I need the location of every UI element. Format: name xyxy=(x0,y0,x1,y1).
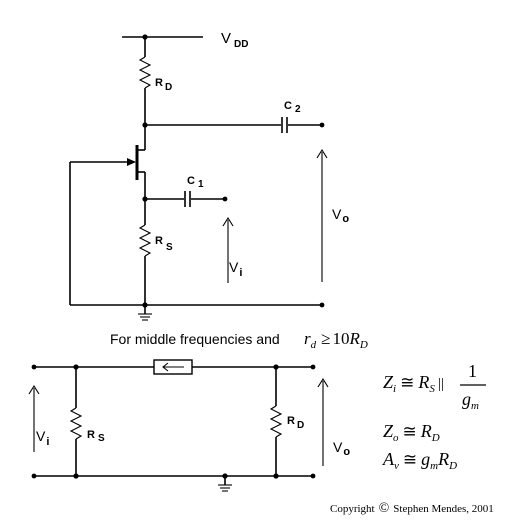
copyright-icon: © xyxy=(379,501,390,516)
arrowhead-icon xyxy=(222,216,234,227)
terminal xyxy=(310,473,316,479)
vo-label-eq: Vo xyxy=(333,439,350,458)
terminal xyxy=(31,473,37,479)
terminal xyxy=(31,364,37,370)
terminal-vo-bottom xyxy=(319,302,325,308)
vi-label: Vi xyxy=(229,259,242,279)
resistor-rd xyxy=(138,56,152,89)
arrowhead-icon xyxy=(317,377,329,388)
condition-formula: rd≥10RD xyxy=(304,329,368,351)
formulas: Zi≅RS|| 1 gm Zo≅RD Av≅gmRD xyxy=(382,361,486,472)
node xyxy=(273,473,279,479)
formula-av: Av≅gmRD xyxy=(382,449,457,472)
arrow-left-icon xyxy=(162,362,169,372)
arrowhead-icon xyxy=(28,384,40,395)
terminal-vo-top xyxy=(319,122,325,128)
resistor-rs-eq xyxy=(69,407,83,440)
terminal-vi-top xyxy=(222,196,228,202)
copyright-text: Copyright©Stephen Mendes, 2001 xyxy=(330,501,494,516)
formula-zo: Zo≅RD xyxy=(383,421,440,444)
resistor-rd-eq xyxy=(269,405,283,438)
arrowhead-icon xyxy=(316,148,328,159)
formula-zi-denominator: gm xyxy=(462,389,479,412)
resistor-rs xyxy=(138,224,152,257)
jfet-gate-arrow xyxy=(127,158,136,166)
formula-zi-numerator: 1 xyxy=(468,361,477,381)
rs-label: RS xyxy=(155,235,173,253)
terminal xyxy=(310,364,316,370)
vo-label: Vo xyxy=(332,206,349,225)
vi-label-eq: Vi xyxy=(36,428,49,448)
node xyxy=(73,473,79,479)
formula-zi: Zi≅RS|| xyxy=(383,372,444,395)
condition-text: For middle frequencies and xyxy=(110,331,280,347)
condition-line: For middle frequencies and rd≥10RD xyxy=(110,329,368,351)
